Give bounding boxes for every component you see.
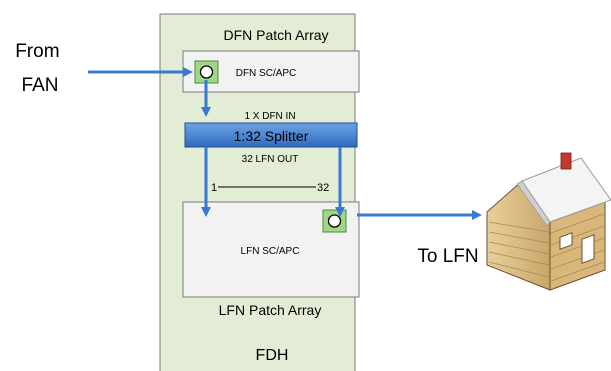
dfn-in-label: 1 X DFN IN — [244, 111, 295, 122]
port-range-start: 1 — [211, 182, 217, 194]
house-icon — [486, 152, 611, 291]
fdh-label: FDH — [256, 347, 289, 364]
lfn-connector-icon — [322, 209, 347, 233]
lfn-patch-array-title: LFN Patch Array — [219, 302, 322, 318]
dfn-connector-icon — [194, 60, 219, 84]
from-fan-label: From FAN — [15, 41, 65, 96]
lfn-sc-apc-label: LFN SC/APC — [241, 246, 300, 257]
to-lfn-label: To LFN — [417, 246, 478, 267]
dfn-sc-apc-label: DFN SC/APC — [236, 68, 297, 79]
port-range-end: 32 — [317, 182, 329, 194]
lfn-out-label: 32 LFN OUT — [242, 154, 299, 165]
fiber-arrows — [88, 67, 482, 220]
dfn-patch-array-title: DFN Patch Array — [223, 27, 328, 43]
splitter-box — [184, 122, 358, 148]
splitter-label: 1:32 Splitter — [234, 128, 309, 144]
